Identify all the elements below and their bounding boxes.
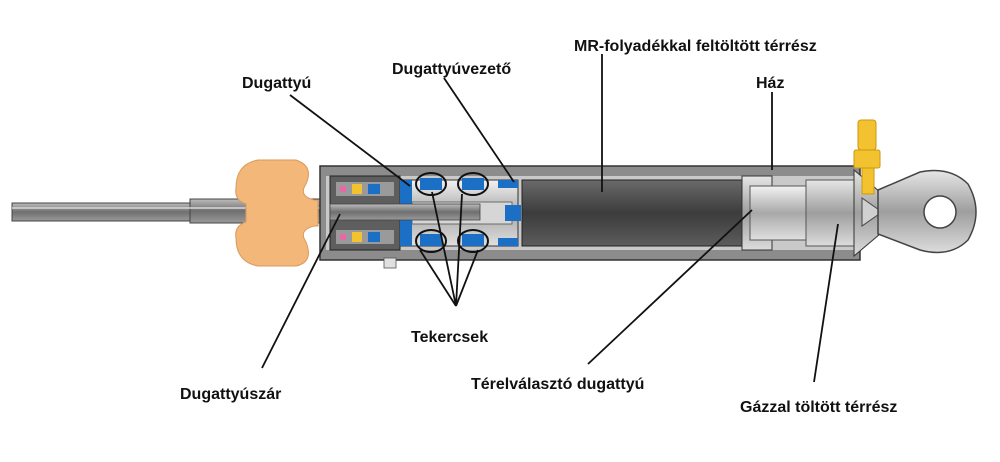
label-mr-chamber: MR-folyadékkal feltöltött térrész [574, 38, 817, 55]
leader-gas-chamber [813, 223, 839, 383]
leader-separator [587, 209, 753, 365]
rubber-bump-stop [235, 159, 319, 267]
small-fitting [383, 257, 397, 269]
leader-piston [289, 94, 411, 187]
separator-piston [741, 175, 807, 251]
coil-circle-4 [457, 229, 489, 253]
coil-2 [462, 178, 484, 190]
leader-coils-4 [455, 249, 479, 307]
inner-rod [329, 203, 481, 221]
coil-circle-1 [415, 172, 447, 196]
gas-valve [853, 119, 881, 195]
leader-lines [261, 54, 839, 383]
leader-piston-rod [261, 213, 341, 369]
eye-mount [877, 169, 977, 254]
coils [415, 172, 489, 253]
label-separator-piston: Térelválasztó dugattyú [471, 376, 644, 393]
leader-coils-1 [419, 249, 457, 307]
label-gas-chamber: Gázzal töltött térrész [740, 399, 897, 416]
label-piston-guide: Dugattyúvezető [392, 61, 511, 78]
label-coils: Tekercsek [411, 329, 488, 346]
mr-fluid-chamber [521, 179, 743, 247]
coil-circle-2 [457, 172, 489, 196]
coil-1 [420, 178, 442, 190]
leader-piston-guide [443, 77, 515, 183]
label-piston-rod: Dugattyúszár [180, 386, 281, 403]
coil-circle-3 [415, 229, 447, 253]
coil-3 [420, 234, 442, 246]
label-housing: Ház [756, 75, 784, 92]
leader-coils-2 [431, 191, 457, 307]
label-piston: Dugattyú [242, 75, 311, 92]
coil-4 [462, 234, 484, 246]
leader-coils-3 [455, 193, 463, 307]
